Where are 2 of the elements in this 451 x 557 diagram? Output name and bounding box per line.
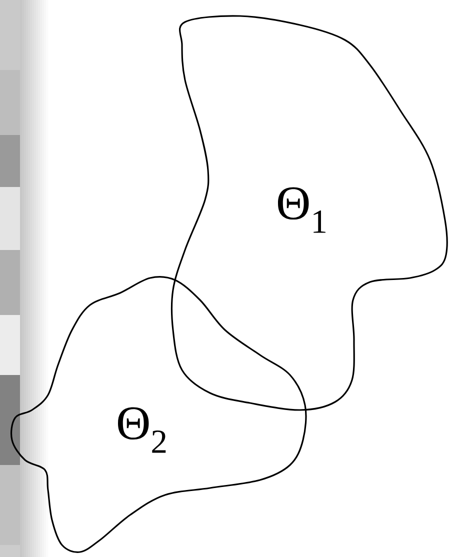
region-blob: Θ$_{2}$ [10, 276, 307, 553]
region-blob: Θ$_{1}$ [170, 15, 448, 411]
